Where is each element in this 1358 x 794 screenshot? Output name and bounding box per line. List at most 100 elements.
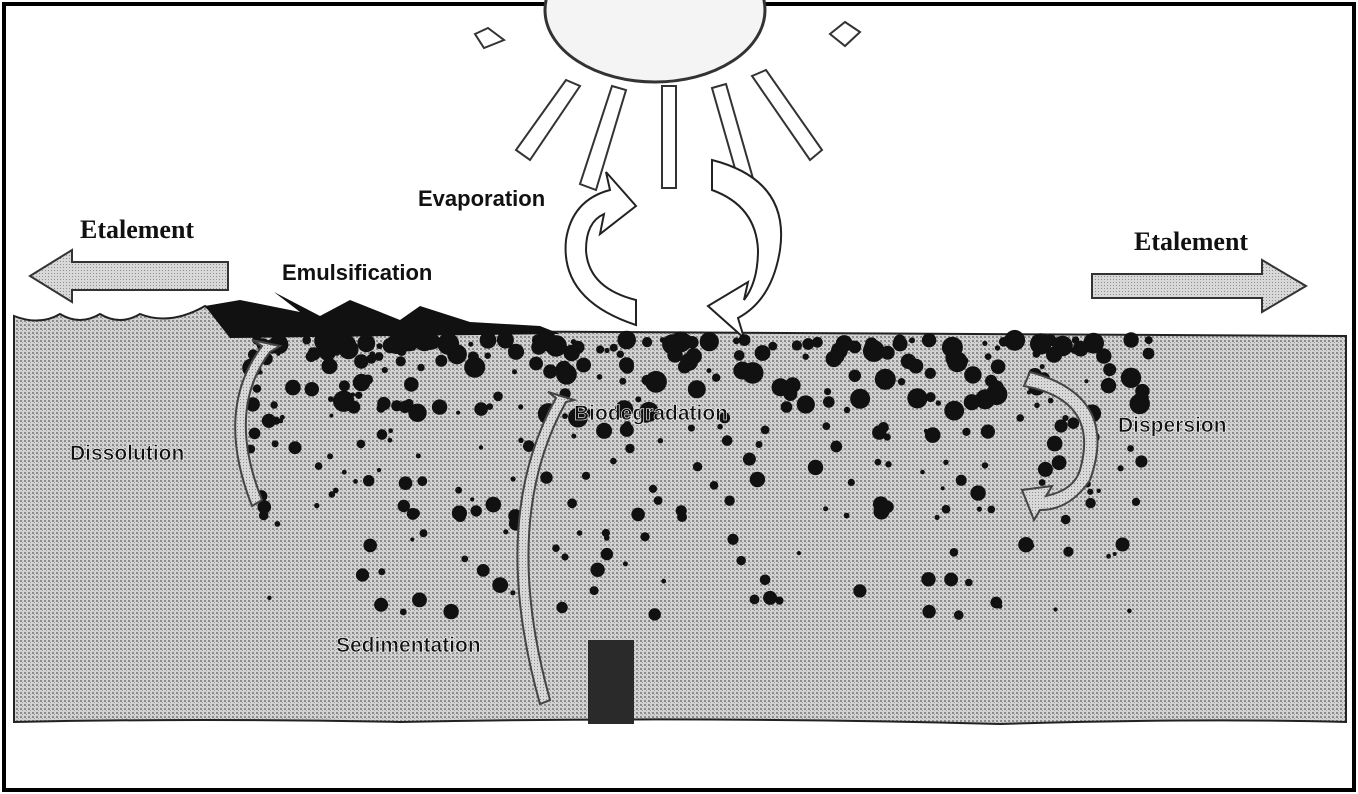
oil-droplet <box>377 468 381 472</box>
label-biodegradation: Biodegradation <box>574 402 728 425</box>
label-etalement-right: Etalement <box>1134 227 1248 256</box>
oil-droplet <box>831 350 844 363</box>
oil-droplet <box>552 544 560 552</box>
oil-droplet <box>661 579 666 584</box>
oil-droplet <box>477 564 490 577</box>
oil-droplet <box>535 330 556 351</box>
oil-droplet <box>353 479 358 484</box>
oil-droplet <box>1053 607 1057 611</box>
oil-droplet <box>610 458 617 465</box>
oil-droplet <box>1123 332 1138 347</box>
oil-droplet <box>357 334 375 352</box>
oil-droplet <box>944 401 964 421</box>
oil-droplet <box>1087 489 1093 495</box>
oil-droplet <box>456 411 460 415</box>
oil-droplet <box>267 596 271 600</box>
label-etalement-left: Etalement <box>80 215 194 244</box>
oil-droplet <box>556 361 572 377</box>
oil-droplet <box>1047 436 1063 452</box>
oil-droplet <box>471 505 482 516</box>
oil-droplet <box>920 470 925 475</box>
oil-droplet <box>540 471 552 483</box>
oil-droplet <box>617 331 636 350</box>
oil-droplet <box>464 357 485 378</box>
oil-droplet <box>474 402 488 416</box>
oil-droplet <box>518 438 523 443</box>
oil-droplet <box>686 348 702 364</box>
oil-droplet <box>597 374 603 380</box>
oil-droplet <box>590 586 599 595</box>
oil-droplet <box>1127 609 1132 614</box>
oil-droplet <box>768 342 777 351</box>
oil-droplet <box>875 459 882 466</box>
oil-droplet <box>950 548 959 557</box>
oil-droplet <box>480 332 497 349</box>
oil-droplet <box>556 602 567 613</box>
oil-droplet <box>557 341 567 351</box>
oil-droplet <box>1084 379 1088 383</box>
oil-droplet <box>1127 445 1134 452</box>
oil-droplet <box>604 535 610 541</box>
oil-droplet <box>872 425 886 439</box>
oil-droplet <box>803 354 809 360</box>
oil-droplet <box>472 353 479 360</box>
oil-droplet <box>982 462 988 468</box>
oil-droplet <box>410 537 414 541</box>
oil-droplet <box>416 453 421 458</box>
oil-droplet <box>347 401 360 414</box>
oil-droplet <box>417 476 427 486</box>
oil-droplet <box>985 353 992 360</box>
oil-droplet <box>432 399 447 414</box>
oil-droplet <box>1121 368 1141 388</box>
oil-droplet <box>1052 336 1073 357</box>
oil-droplet <box>665 335 683 353</box>
oil-droplet <box>1052 455 1067 470</box>
oil-droplet <box>455 487 462 494</box>
oil-droplet <box>991 359 1006 374</box>
oil-droplet <box>329 491 336 498</box>
oil-droplet <box>510 590 515 595</box>
oil-droplet <box>420 529 428 537</box>
oil-droplet <box>970 485 985 500</box>
oil-droplet <box>784 387 798 401</box>
oil-droplet <box>1143 348 1155 360</box>
oil-droplet <box>1048 398 1054 404</box>
oil-droplet <box>724 496 734 506</box>
oil-droplet <box>617 351 624 358</box>
oil-droplet <box>492 577 508 593</box>
oil-droplet <box>512 369 517 374</box>
oil-droplet <box>351 393 356 398</box>
oil-droplet <box>1106 554 1111 559</box>
oil-droplet <box>935 515 940 520</box>
oil-droplet <box>688 380 706 398</box>
oil-droplet <box>1038 462 1053 477</box>
oil-droplet <box>435 355 447 367</box>
oil-droplet <box>620 423 634 437</box>
oil-droplet <box>619 378 626 385</box>
oil-droplet <box>893 336 908 351</box>
oil-droplet <box>631 508 645 522</box>
oil-droplet <box>642 337 652 347</box>
oil-droplet <box>253 385 261 393</box>
oil-droplet <box>850 389 870 409</box>
oil-droplet <box>363 475 374 486</box>
oil-droplet <box>739 334 751 346</box>
oil-droplet <box>455 511 466 522</box>
oil-droplet <box>582 472 590 480</box>
oil-droplet <box>781 401 793 413</box>
oil-droplet <box>1034 403 1040 409</box>
oil-droplet <box>508 344 524 360</box>
oil-droplet <box>327 453 333 459</box>
oil-droplet <box>710 481 719 490</box>
oil-droplet <box>760 575 771 586</box>
oil-droplet <box>378 568 385 575</box>
oil-droplet <box>693 462 702 471</box>
oil-droplet <box>1052 354 1056 358</box>
oil-droplet <box>404 377 419 392</box>
oil-droplet <box>640 532 649 541</box>
oil-droplet <box>853 584 866 597</box>
oil-droplet <box>1055 419 1068 432</box>
oil-droplet <box>885 461 891 467</box>
oil-droplet <box>999 337 1009 347</box>
oil-droplet <box>479 445 483 449</box>
